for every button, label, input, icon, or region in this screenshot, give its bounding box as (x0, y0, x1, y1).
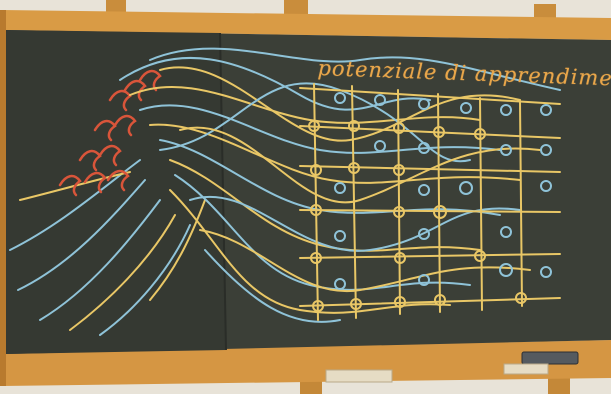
chalk-tray-item (325, 369, 393, 383)
red-chalk-figures (58, 69, 162, 197)
frame-left-edge (0, 10, 6, 386)
panel-seam (219, 32, 227, 351)
eraser (521, 351, 579, 365)
neuron-grid-lines (299, 83, 561, 321)
chalk-tray-item (503, 363, 549, 375)
board-left-panel (6, 30, 226, 354)
frame-bottom-rail (2, 340, 611, 386)
neuron-grid-nodes (308, 92, 552, 312)
